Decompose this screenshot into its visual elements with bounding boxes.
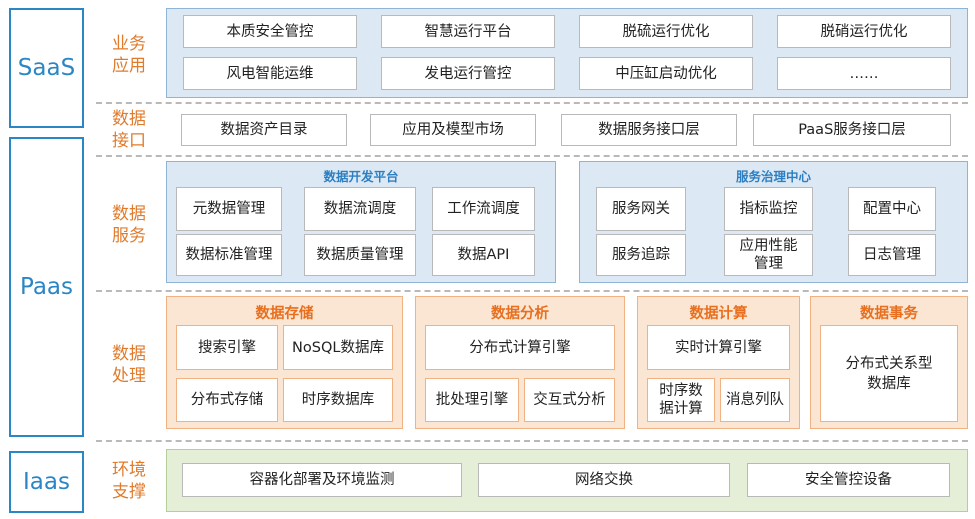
row-label-line: 应用 xyxy=(112,56,146,76)
data-storage-item: 搜索引擎 xyxy=(176,325,278,370)
row-label-line: 支撑 xyxy=(112,482,146,502)
business-app-item: 智慧运行平台 xyxy=(381,15,555,48)
env-support-item: 网络交换 xyxy=(478,463,730,497)
data-analysis-item: 分布式计算引擎 xyxy=(425,325,615,370)
data-interface-item: 数据服务接口层 xyxy=(561,114,737,146)
data-storage-item: NoSQL数据库 xyxy=(283,325,393,370)
service-governance-item: 指标监控 xyxy=(724,187,813,231)
tier-saas-label: SaaS xyxy=(17,55,76,81)
row-label-line: 环境 xyxy=(112,460,146,480)
data-compute-item: 实时计算引擎 xyxy=(647,325,790,370)
data-dev-platform-item: 工作流调度 xyxy=(432,187,535,231)
data-dev-platform-item: 数据标准管理 xyxy=(176,234,282,276)
data-dev-platform-item: 数据质量管理 xyxy=(304,234,416,276)
data-dev-platform-item: 数据API xyxy=(432,234,535,276)
service-governance-item: 应用性能 管理 xyxy=(724,234,813,276)
data-dev-platform-item: 数据流调度 xyxy=(304,187,416,231)
env-support-item: 安全管控设备 xyxy=(747,463,950,497)
data-interface-item: 数据资产目录 xyxy=(181,114,347,146)
separator xyxy=(96,290,968,292)
row-label-business-app: 业务 应用 xyxy=(109,33,149,77)
row-label-line: 数据 xyxy=(112,204,146,224)
tier-iaas: Iaas xyxy=(9,451,84,513)
business-app-item: 风电智能运维 xyxy=(183,57,357,90)
data-storage-item: 分布式存储 xyxy=(176,378,278,422)
service-governance-title: 服务治理中心 xyxy=(735,169,811,184)
data-analysis-item: 交互式分析 xyxy=(524,378,615,422)
business-app-item: 发电运行管控 xyxy=(381,57,555,90)
row-label-data-interface: 数据 接口 xyxy=(109,108,149,152)
business-app-item: 本质安全管控 xyxy=(183,15,357,48)
row-label-line: 数据 xyxy=(112,344,146,364)
data-dev-platform-title: 数据开发平台 xyxy=(323,169,399,184)
separator xyxy=(96,155,968,157)
service-governance-item: 服务追踪 xyxy=(596,234,686,276)
data-analysis-title: 数据分析 xyxy=(491,306,549,322)
data-compute-item: 时序数 据计算 xyxy=(647,378,715,422)
tier-paas-label: Paas xyxy=(19,274,73,300)
row-label-data-service: 数据 服务 xyxy=(109,203,149,247)
row-label-env-support: 环境 支撑 xyxy=(109,459,149,503)
tier-iaas-label: Iaas xyxy=(23,469,70,495)
tier-saas: SaaS xyxy=(9,8,84,128)
row-label-line: 处理 xyxy=(112,366,146,386)
business-app-item: 脱硫运行优化 xyxy=(579,15,753,48)
service-governance-item: 日志管理 xyxy=(848,234,936,276)
data-compute-title: 数据计算 xyxy=(689,306,748,322)
service-governance-item: 配置中心 xyxy=(848,187,936,231)
data-compute-item: 消息列队 xyxy=(720,378,790,422)
service-governance-item: 服务网关 xyxy=(596,187,686,231)
separator xyxy=(96,440,968,442)
data-storage-title: 数据存储 xyxy=(255,306,314,322)
data-dev-platform-item: 元数据管理 xyxy=(176,187,282,231)
business-app-item: 脱硝运行优化 xyxy=(777,15,951,48)
env-support-item: 容器化部署及环境监测 xyxy=(182,463,462,497)
row-label-line: 服务 xyxy=(112,226,146,246)
data-analysis-item: 批处理引擎 xyxy=(425,378,519,422)
row-label-line: 数据 xyxy=(112,109,146,129)
separator xyxy=(96,102,968,104)
data-interface-item: 应用及模型市场 xyxy=(370,114,536,146)
row-label-line: 业务 xyxy=(112,34,146,54)
data-transaction-title: 数据事务 xyxy=(860,306,918,322)
row-label-line: 接口 xyxy=(112,131,146,151)
tier-paas: Paas xyxy=(9,137,84,437)
data-interface-item: PaaS服务接口层 xyxy=(753,114,951,146)
data-transaction-item: 分布式关系型 数据库 xyxy=(820,325,958,422)
business-app-item: …… xyxy=(777,57,951,90)
data-storage-item: 时序数据库 xyxy=(283,378,393,422)
row-label-data-processing: 数据 处理 xyxy=(109,343,149,387)
business-app-item: 中压缸启动优化 xyxy=(579,57,753,90)
